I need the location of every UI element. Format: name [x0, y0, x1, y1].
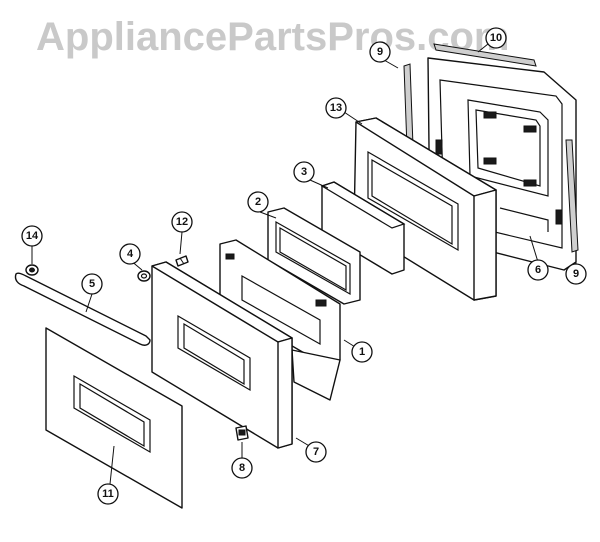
callout-10: 10 [485, 27, 507, 49]
svg-text:7: 7 [313, 446, 319, 458]
callout-5: 5 [81, 273, 103, 295]
callout-3: 3 [293, 161, 315, 183]
svg-text:6: 6 [535, 264, 541, 276]
svg-text:2: 2 [255, 196, 261, 208]
svg-text:13: 13 [330, 102, 342, 114]
callout-9-top: 9 [369, 41, 391, 63]
part-side-gasket-right [565, 139, 579, 253]
part-top-gasket [433, 43, 537, 67]
part-outer-door-panel [151, 261, 293, 449]
callout-11: 11 [97, 483, 119, 505]
callout-9-right: 9 [565, 263, 587, 285]
watermark-text: AppliancePartsPros.com [36, 15, 510, 59]
part-door-front-glass [45, 327, 183, 509]
callout-14: 14 [21, 225, 43, 247]
svg-text:9: 9 [573, 268, 579, 280]
callout-7: 7 [305, 441, 327, 463]
part-spacer [137, 270, 151, 282]
svg-text:11: 11 [102, 488, 114, 500]
svg-text:12: 12 [176, 216, 188, 228]
part-handle-endcap [25, 264, 39, 276]
callout-12: 12 [171, 211, 193, 233]
part-door-handle [14, 272, 151, 346]
callout-8: 8 [231, 457, 253, 479]
svg-text:4: 4 [127, 248, 134, 260]
callout-6: 6 [527, 259, 549, 281]
svg-text:5: 5 [89, 278, 95, 290]
callout-4: 4 [119, 243, 141, 265]
callout-13: 13 [325, 97, 347, 119]
svg-text:8: 8 [239, 462, 245, 474]
svg-text:3: 3 [301, 166, 307, 178]
part-screw-12 [175, 255, 189, 267]
callout-2: 2 [247, 191, 269, 213]
svg-text:10: 10 [490, 32, 502, 44]
part-clip-8 [235, 425, 249, 441]
svg-text:1: 1 [359, 346, 365, 358]
part-glass-frame [267, 207, 361, 305]
svg-text:14: 14 [26, 230, 39, 242]
callout-1: 1 [351, 341, 373, 363]
svg-text:9: 9 [377, 46, 383, 58]
